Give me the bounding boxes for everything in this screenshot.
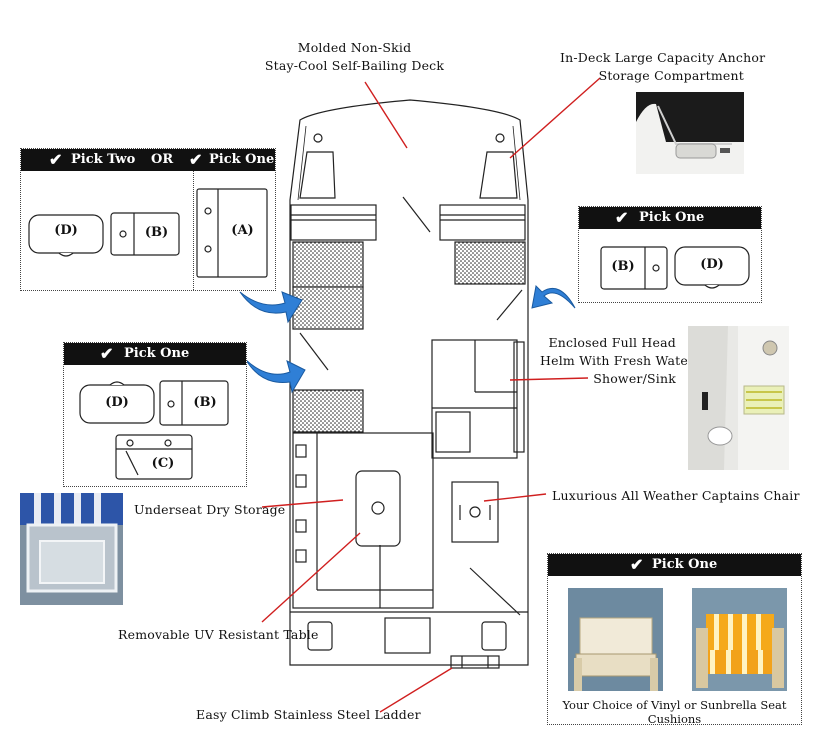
checkmark-icon: ✔ [630, 555, 644, 574]
option-box-cushions: ✔ Pick One Your Cho [547, 553, 802, 726]
pick-one-label: Pick One [639, 210, 705, 225]
option-b: (B) [144, 225, 169, 240]
swim-ladder [450, 655, 500, 669]
removable-table [355, 470, 401, 547]
console-left [290, 204, 377, 241]
deck-label-line2: Stay-Cool Self-Bailing Deck [264, 58, 445, 73]
option-sink-shapes [600, 246, 750, 290]
option-b: (B) [611, 259, 635, 274]
deck-label: Molded Non-Skid Stay-Cool Self-Bailing D… [262, 39, 447, 75]
head-interior-photo [688, 326, 789, 470]
callout-head [509, 377, 589, 381]
head-label: Enclosed Full Head Helm With Fresh Water… [540, 334, 695, 388]
console-right [439, 204, 526, 241]
head-label-line3: Shower/Sink [593, 371, 676, 386]
option-box-header: ✔ Pick Two OR ✔ Pick One [21, 149, 275, 171]
option-box-top-left: ✔ Pick Two OR ✔ Pick One (D) (B) (A) [20, 148, 276, 291]
ladder-label: Easy Climb Stainless Steel Ladder [196, 707, 421, 722]
underseat-storage-photo [20, 493, 123, 605]
pick-two-label: Pick Two [71, 152, 136, 167]
option-box-header: ✔ Pick One [579, 207, 761, 229]
storage-hatch-1 [292, 241, 364, 288]
pick-one-label: Pick One [652, 557, 718, 572]
anchor-label-line1: In-Deck Large Capacity Anchor [560, 50, 766, 65]
checkmark-icon: ✔ [49, 150, 63, 169]
captains-chair [451, 481, 499, 543]
anchor-compartment-photo [636, 92, 744, 174]
head-label-line2: Helm With Fresh Water [540, 353, 695, 368]
option-d: (D) [54, 223, 78, 238]
option-box-header: ✔ Pick One [64, 343, 246, 365]
head-label-line1: Enclosed Full Head [548, 335, 676, 350]
sunbrella-cushion-photo [692, 588, 787, 691]
option-box-right: ✔ Pick One (B) (D) [578, 206, 762, 303]
option-a: (A) [231, 223, 254, 238]
option-b: (B) [193, 395, 217, 410]
option-d: (D) [700, 257, 724, 272]
option-sink-shapes [79, 380, 229, 480]
storage-hatch-2 [292, 286, 364, 330]
vinyl-cushion-photo [568, 588, 663, 691]
curved-arrow-icon [239, 291, 303, 324]
storage-hatch-4 [292, 389, 364, 433]
callout-table [261, 532, 361, 623]
callout-underseat [261, 499, 344, 508]
storage-hatch-3 [454, 241, 526, 285]
underseat-label: Underseat Dry Storage [134, 502, 286, 517]
pick-one-label: Pick One [124, 346, 190, 361]
option-box-header: ✔ Pick One [548, 554, 801, 576]
option-box-middle-left: ✔ Pick One (D) (B) (C) [63, 342, 247, 487]
callout-anchor [509, 77, 601, 159]
captains-chair-label: Luxurious All Weather Captains Chair [552, 488, 800, 503]
deck-label-line1: Molded Non-Skid [297, 40, 412, 55]
option-sink-shapes [28, 188, 268, 278]
curved-arrow-icon [531, 284, 576, 309]
checkmark-icon: ✔ [100, 344, 114, 363]
callout-deck [364, 81, 408, 149]
or-label: OR [151, 152, 174, 167]
pick-one-label: Pick One [209, 152, 275, 167]
callout-chair [483, 493, 547, 502]
callout-ladder [379, 667, 453, 713]
option-c: (C) [151, 456, 175, 471]
cushion-caption: Your Choice of Vinyl or Sunbrella Seat C… [562, 698, 787, 726]
checkmark-icon: ✔ [189, 150, 203, 169]
aft-seating [292, 432, 434, 609]
checkmark-icon: ✔ [615, 208, 629, 227]
table-label: Removable UV Resistant Table [118, 627, 319, 642]
curved-arrow-icon [245, 359, 306, 394]
hull-outline [289, 99, 529, 666]
anchor-label: In-Deck Large Capacity Anchor Storage Co… [560, 49, 766, 85]
option-d: (D) [105, 395, 129, 410]
bow-seat-right [479, 151, 518, 199]
bow-seat-left [299, 151, 336, 199]
anchor-label-line2: Storage Compartment [598, 68, 744, 83]
box-divider [193, 171, 194, 290]
